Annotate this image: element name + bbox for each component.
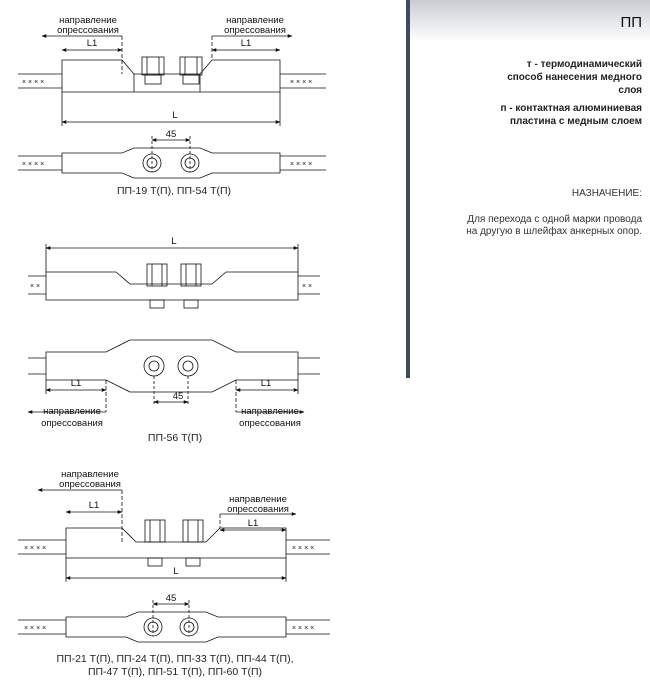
dim-a-dir2-l2: опрессования — [224, 25, 286, 36]
purpose-text: Для перехода с одной марки провода на др… — [466, 214, 642, 237]
svg-text:× × × ×: × × × × — [22, 79, 44, 86]
clamp-c-top-view — [18, 600, 330, 643]
svg-text:× × × ×: × × × × — [22, 161, 44, 168]
dim-b-length: L — [171, 236, 176, 247]
product-code: ПП — [620, 14, 642, 31]
dim-b-dir1-l2: опрессования — [41, 418, 103, 429]
legend-p: п - контактная алюминиевая пластина с ме… — [500, 103, 642, 127]
sidebar-header: ПП — [410, 0, 650, 42]
clamp-b-side-view — [28, 244, 320, 309]
svg-text:× × × ×: × × × × — [292, 545, 314, 552]
dim-c-l1-right: L1 — [248, 518, 259, 529]
dim-c-spacing: 45 — [166, 593, 177, 604]
svg-text:× × × ×: × × × × — [24, 625, 46, 632]
legend-t: т - термодинамический способ нанесения м… — [507, 59, 642, 96]
sidebar-divider — [406, 0, 410, 378]
svg-text:× × × ×: × × × × — [290, 161, 312, 168]
svg-text:× × × ×: × × × × — [290, 79, 312, 86]
caption-c-line1: ПП-21 Т(П), ПП-24 Т(П), ПП-33 Т(П), ПП-4… — [56, 653, 294, 665]
clamp-a-top-view — [18, 136, 326, 179]
dim-a-l1-right: L1 — [241, 38, 252, 49]
dim-c-dir2-l1: направление — [229, 494, 287, 505]
dim-b-l1-left: L1 — [71, 378, 82, 389]
svg-text:× ×: × × — [302, 283, 312, 290]
dim-b-spacing: 45 — [173, 391, 184, 402]
caption-b: ПП-56 Т(П) — [147, 432, 203, 444]
dim-a-dir2-l1: направление — [226, 15, 284, 26]
dim-b-dir1-l1: направление — [43, 406, 101, 417]
dim-c-length: L — [173, 566, 178, 577]
dim-b-dir2-l2: опрессования — [239, 418, 301, 429]
svg-text:× ×: × × — [30, 283, 40, 290]
dim-c-l1-left: L1 — [89, 500, 100, 511]
dim-a-spacing: 45 — [166, 129, 177, 140]
technical-drawings: × × × × × × × × × × × × × × × × × × × × … — [18, 15, 330, 643]
clamp-c-side-view — [18, 488, 330, 582]
clamp-b-top-view — [27, 339, 320, 414]
dim-c-dir1-l2: опрессования — [59, 479, 121, 490]
caption-a: ПП-19 Т(П), ПП-54 Т(П) — [116, 185, 232, 197]
dim-a-l1-left: L1 — [87, 38, 98, 49]
dim-b-l1-right: L1 — [261, 378, 272, 389]
clamp-a-side-view — [18, 34, 326, 126]
svg-text:× × × ×: × × × × — [24, 545, 46, 552]
dim-a-dir1-l2: опрессования — [57, 25, 119, 36]
dim-b-dir2-l1: направление — [241, 406, 299, 417]
caption-c-line2: ПП-47 Т(П), ПП-51 Т(П), ПП-60 Т(П) — [87, 666, 263, 678]
svg-text:× × × ×: × × × × — [292, 625, 314, 632]
dim-a-length: L — [172, 110, 177, 121]
dim-c-dir2-l2: опрессования — [227, 504, 289, 515]
dim-c-dir1-l1: направление — [61, 469, 119, 480]
purpose-heading: НАЗНАЧЕНИЕ: — [571, 188, 642, 199]
dim-a-dir1-l1: направление — [59, 15, 117, 26]
